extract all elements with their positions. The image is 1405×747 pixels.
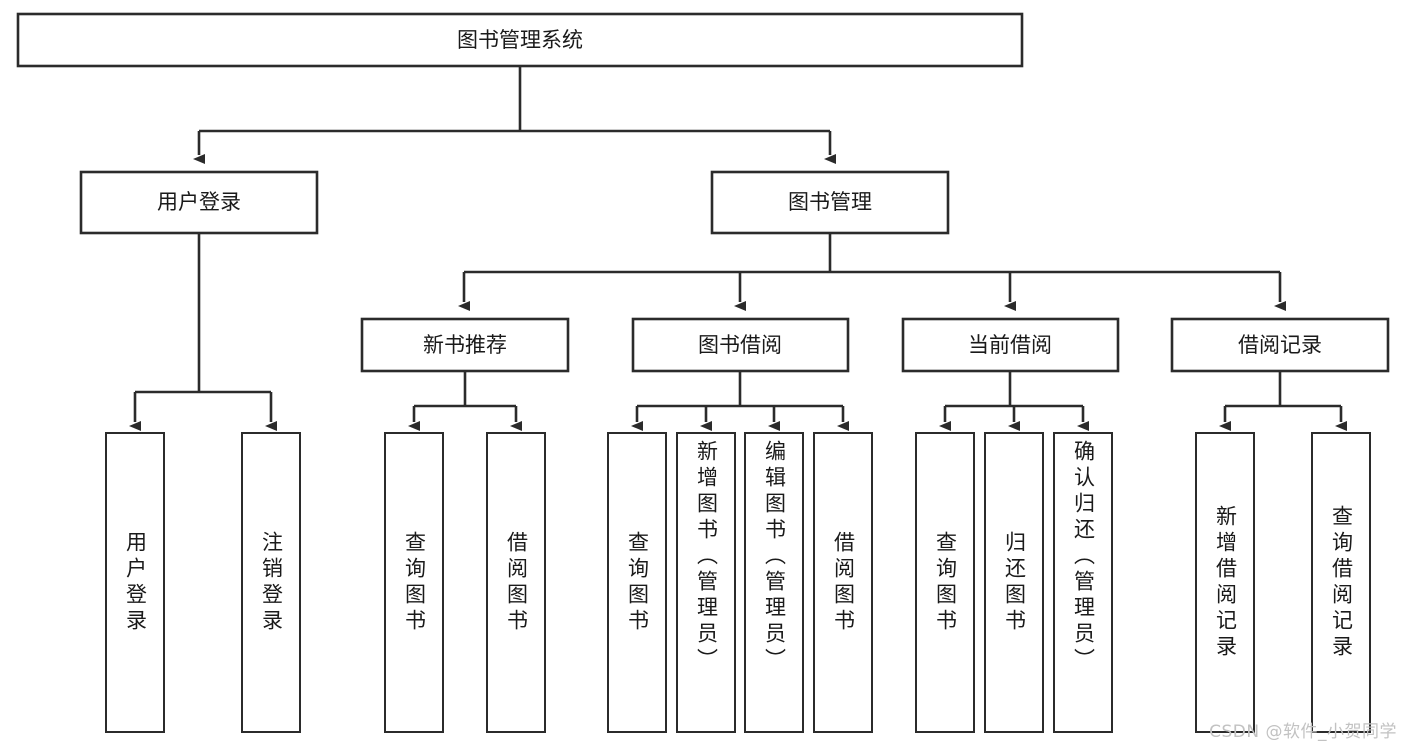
leaf-logout-login[interactable]: 注销登录	[241, 432, 301, 733]
leaf-nbr-borrow-book-label: 借阅图书	[504, 530, 529, 635]
leaf-br-add-record[interactable]: 新增借阅记录	[1195, 432, 1255, 733]
borrow-record-box	[1170, 317, 1390, 373]
leaf-br-add-record-label: 新增借阅记录	[1213, 504, 1238, 661]
leaf-bb-add-book-admin-label: 新增图书（管理员）	[694, 440, 719, 674]
leaf-bb-borrow-book[interactable]: 借阅图书	[813, 432, 873, 733]
node-root-book-management-system[interactable]: 图书管理系统	[16, 12, 1024, 68]
leaf-bb-edit-book-admin[interactable]: 编辑图书（管理员）	[744, 432, 804, 733]
current-borrow-box	[901, 317, 1120, 373]
leaf-bb-add-book-admin[interactable]: 新增图书（管理员）	[676, 432, 736, 733]
book-management-label: 图书管理	[788, 190, 872, 214]
leaf-nbr-query-book[interactable]: 查询图书	[384, 432, 444, 733]
user-login-box	[79, 170, 319, 235]
leaf-cb-return-book-label: 归还图书	[1002, 530, 1027, 635]
new-book-recommend-label: 新书推荐	[423, 333, 507, 357]
leaf-logout-login-label: 注销登录	[259, 530, 284, 635]
leaf-cb-query-book[interactable]: 查询图书	[915, 432, 975, 733]
node-book-borrow[interactable]: 图书借阅	[631, 317, 850, 373]
leaf-cb-confirm-return-admin-label: 确认归还（管理员）	[1071, 440, 1096, 674]
leaf-cb-return-book[interactable]: 归还图书	[984, 432, 1044, 733]
book-borrow-box	[631, 317, 850, 373]
leaf-user-login[interactable]: 用户登录	[105, 432, 165, 733]
node-book-management[interactable]: 图书管理	[710, 170, 950, 235]
node-borrow-record[interactable]: 借阅记录	[1170, 317, 1390, 373]
leaf-bb-borrow-book-label: 借阅图书	[831, 530, 856, 635]
leaf-bb-query-book-label: 查询图书	[625, 530, 650, 635]
leaf-nbr-borrow-book[interactable]: 借阅图书	[486, 432, 546, 733]
book-borrow-label: 图书借阅	[698, 333, 782, 357]
leaf-nbr-query-book-label: 查询图书	[402, 530, 427, 635]
node-current-borrow[interactable]: 当前借阅	[901, 317, 1120, 373]
leaf-br-query-record-label: 查询借阅记录	[1329, 504, 1354, 661]
node-user-login[interactable]: 用户登录	[79, 170, 319, 235]
leaf-cb-confirm-return-admin[interactable]: 确认归还（管理员）	[1053, 432, 1113, 733]
leaf-bb-edit-book-admin-label: 编辑图书（管理员）	[762, 440, 787, 674]
leaf-br-query-record[interactable]: 查询借阅记录	[1311, 432, 1371, 733]
borrow-record-label: 借阅记录	[1238, 333, 1322, 357]
new-book-recommend-box	[360, 317, 570, 373]
root-label: 图书管理系统	[457, 28, 583, 52]
leaf-cb-query-book-label: 查询图书	[933, 530, 958, 635]
current-borrow-label: 当前借阅	[968, 333, 1052, 357]
root-box	[16, 12, 1024, 68]
leaf-bb-query-book[interactable]: 查询图书	[607, 432, 667, 733]
user-login-label: 用户登录	[157, 190, 241, 214]
node-new-book-recommend[interactable]: 新书推荐	[360, 317, 570, 373]
leaf-user-login-label: 用户登录	[123, 530, 148, 635]
